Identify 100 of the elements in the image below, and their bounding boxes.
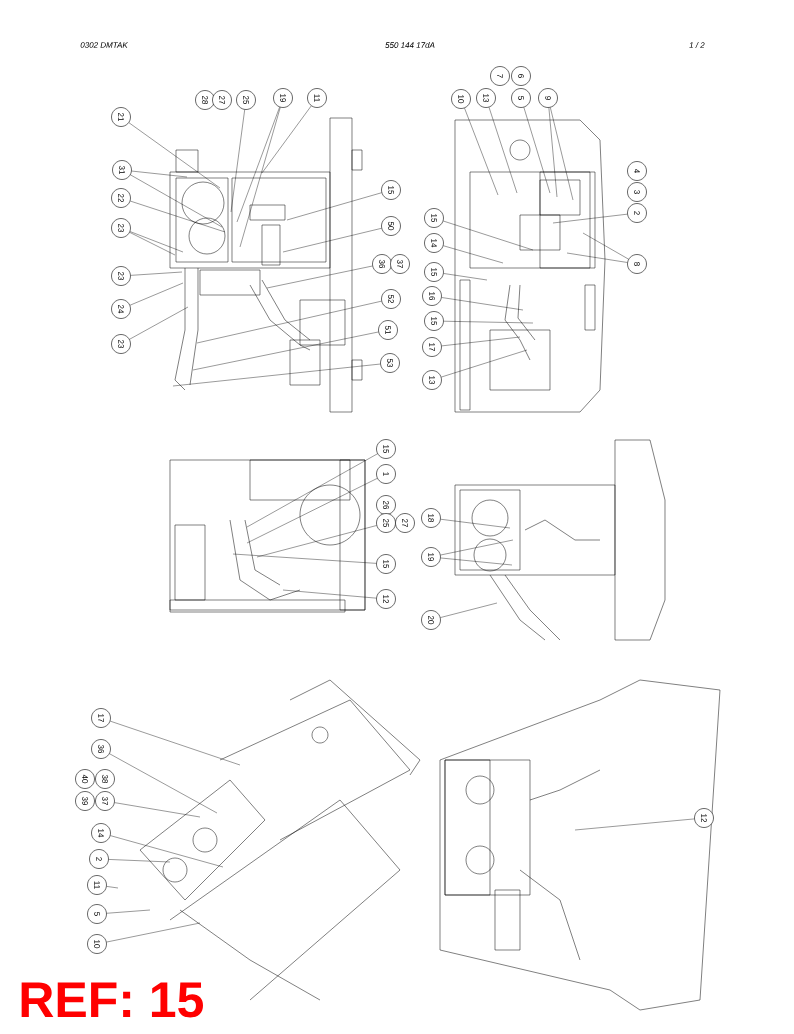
callout-number: 52 xyxy=(381,289,401,309)
leader-line xyxy=(523,107,551,194)
callout-number: 25 xyxy=(236,90,256,110)
leader-line xyxy=(236,107,280,223)
leader-line xyxy=(582,232,629,260)
callout-number: 15 xyxy=(424,262,444,282)
callout-number: 9 xyxy=(538,88,558,108)
callout-number: 20 xyxy=(421,610,441,630)
callout-number: 21 xyxy=(111,107,131,127)
callout-number: 10 xyxy=(451,89,471,109)
leader-line xyxy=(196,301,382,344)
callout-number: 39 xyxy=(75,791,95,811)
leader-line xyxy=(129,232,176,256)
callout-number: 23 xyxy=(111,266,131,286)
callout-number: 50 xyxy=(381,216,401,236)
leader-line xyxy=(443,220,534,251)
callout-number: 22 xyxy=(111,188,131,208)
leader-line xyxy=(488,107,518,194)
callout-number: 11 xyxy=(87,875,107,895)
callout-number: 12 xyxy=(694,808,714,828)
leader-line xyxy=(114,802,201,818)
leader-line xyxy=(230,109,245,213)
callout-number: 27 xyxy=(212,90,232,110)
leader-line xyxy=(566,252,628,263)
leader-line xyxy=(130,271,183,276)
callout-number: 38 xyxy=(95,769,115,789)
leader-line xyxy=(550,107,574,201)
leader-line xyxy=(286,192,382,221)
callout-number: 19 xyxy=(273,88,293,108)
leader-line xyxy=(130,200,226,233)
callout-number: 7 xyxy=(490,66,510,86)
callout-number: 17 xyxy=(91,708,111,728)
leader-line xyxy=(440,539,514,556)
callout-number: 23 xyxy=(111,334,131,354)
leader-line xyxy=(441,349,528,378)
leader-line xyxy=(130,174,223,228)
callout-number: 53 xyxy=(380,353,400,373)
leader-line xyxy=(106,922,201,943)
callout-number: 6 xyxy=(511,66,531,86)
callout-number: 14 xyxy=(91,823,111,843)
leader-line xyxy=(246,453,378,528)
leader-line xyxy=(128,122,221,189)
leader-line xyxy=(110,835,224,868)
leader-line xyxy=(282,228,382,253)
leader-line xyxy=(246,478,378,544)
leader-line xyxy=(440,602,498,618)
callout-number: 3 xyxy=(627,182,647,202)
callout-number: 16 xyxy=(422,286,442,306)
callout-number: 19 xyxy=(421,547,441,567)
callout-number: 8 xyxy=(627,254,647,274)
callout-number: 25 xyxy=(376,513,396,533)
callout-number: 15 xyxy=(424,311,444,331)
leader-line xyxy=(239,107,281,248)
callout-number: 31 xyxy=(112,160,132,180)
callout-number: 51 xyxy=(378,320,398,340)
leader-line xyxy=(109,753,218,814)
leader-line xyxy=(110,720,241,766)
leader-line xyxy=(108,859,171,863)
leader-line xyxy=(282,589,377,599)
leader-line xyxy=(552,213,628,224)
leader-line xyxy=(131,170,188,178)
callout-number: 36 xyxy=(91,739,111,759)
leader-line xyxy=(464,107,499,196)
callout-number: 2 xyxy=(627,203,647,223)
leader-line xyxy=(261,105,312,174)
callout-number: 15 xyxy=(424,208,444,228)
page-number: 1 / 2 xyxy=(689,42,705,48)
callout-number: 10 xyxy=(87,934,107,954)
callout-number: 15 xyxy=(376,439,396,459)
leader-line xyxy=(443,273,488,281)
callout-number: 4 xyxy=(627,161,647,181)
leader-line xyxy=(440,519,511,529)
callout-number: 37 xyxy=(95,791,115,811)
leader-line xyxy=(548,107,558,198)
header-text: 550 144 17dA xyxy=(385,42,435,48)
leader-line xyxy=(106,909,151,914)
leader-line xyxy=(129,282,184,306)
callout-number: 26 xyxy=(376,495,396,515)
callout-number: 2 xyxy=(89,849,109,869)
callout-number: 1 xyxy=(376,464,396,484)
callout-number: 5 xyxy=(87,904,107,924)
leader-line xyxy=(441,297,524,311)
callout-number: 15 xyxy=(376,554,396,574)
leader-line xyxy=(172,363,381,387)
callout-number: 36 xyxy=(372,254,392,274)
leader-line xyxy=(106,886,119,889)
callout-number: 13 xyxy=(476,88,496,108)
leader-line xyxy=(266,265,373,289)
header-text: 0302 DMTAK xyxy=(80,42,128,48)
reference-text: REF: 15 xyxy=(21,982,203,1018)
callout-number: 13 xyxy=(422,370,442,390)
leader-line xyxy=(443,321,534,324)
callout-number: 37 xyxy=(390,254,410,274)
leader-line xyxy=(441,336,521,347)
leader-line xyxy=(129,306,189,340)
callout-number: 14 xyxy=(424,233,444,253)
callout-number: 17 xyxy=(422,337,442,357)
callout-number: 27 xyxy=(395,513,415,533)
leader-line xyxy=(256,525,377,558)
leader-line xyxy=(192,331,379,371)
